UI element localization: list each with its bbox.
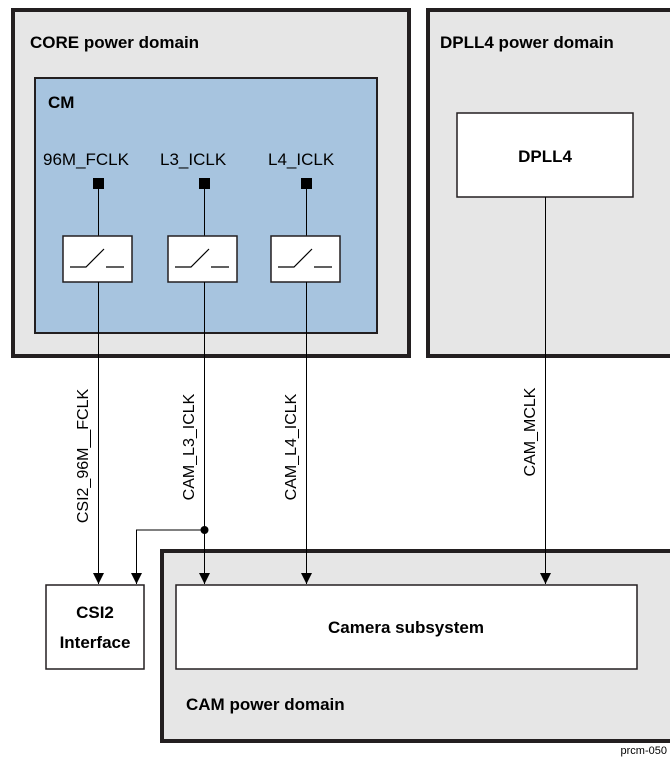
dpll4-domain-label: DPLL4 power domain <box>440 33 614 52</box>
clock-terminal-l4 <box>301 178 312 189</box>
core-domain-label: CORE power domain <box>30 33 199 52</box>
gate-switch-l3 <box>167 235 238 283</box>
dpll4-block: DPLL4 <box>456 112 634 198</box>
wire-cam-l3-branch <box>131 529 205 584</box>
clock-label-96m-fclk: 96M_FCLK <box>43 150 130 169</box>
csi2-label-line1: CSI2 <box>76 603 114 622</box>
figure-id: prcm-050 <box>621 745 667 757</box>
csi2-label-line2: Interface <box>60 633 131 652</box>
gate-switch-96m <box>62 235 133 283</box>
cam-domain-label: CAM power domain <box>186 695 345 714</box>
signal-label-csi2-96m-fclk: CSI2_96M__FCLK <box>75 389 92 524</box>
dpll4-block-label: DPLL4 <box>518 147 572 166</box>
signal-label-cam-l4-iclk: CAM_L4_ICLK <box>283 393 300 500</box>
camera-subsystem-label: Camera subsystem <box>328 618 484 637</box>
clock-terminal-l3 <box>199 178 210 189</box>
csi2-interface-block: CSI2 Interface <box>45 584 145 670</box>
clock-terminal-96m <box>93 178 104 189</box>
signal-wires <box>93 197 551 584</box>
cm-block: CM 96M_FCLK L3_ICLK L4_ICLK <box>34 77 378 334</box>
clock-label-l3-iclk: L3_ICLK <box>160 150 227 169</box>
clock-label-l4-iclk: L4_ICLK <box>268 150 335 169</box>
junction-dot <box>200 526 209 534</box>
camera-subsystem-block: Camera subsystem <box>175 584 638 670</box>
gate-switch-l4 <box>270 235 341 283</box>
signal-label-cam-mclk: CAM_MCLK <box>522 387 539 476</box>
signal-label-cam-l3-iclk: CAM_L3_ICLK <box>181 393 198 500</box>
cm-label: CM <box>48 93 74 112</box>
